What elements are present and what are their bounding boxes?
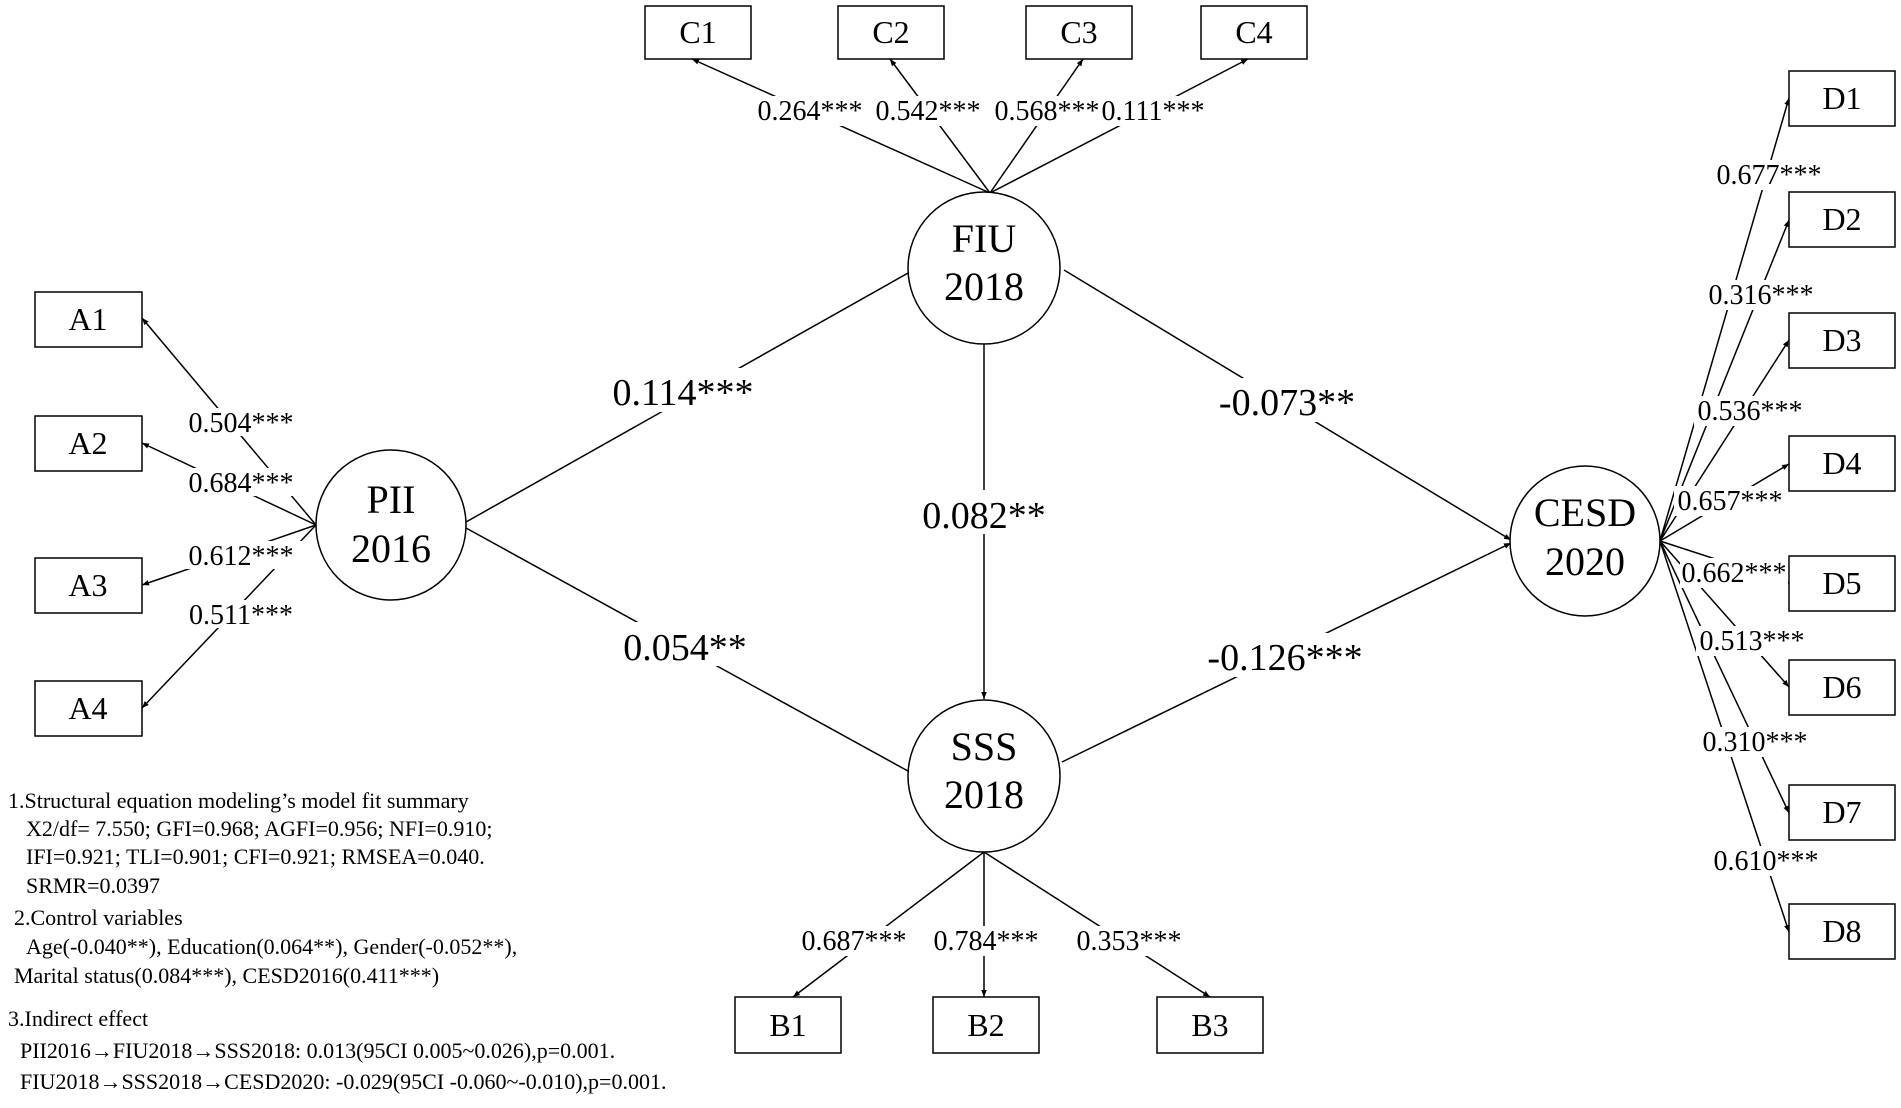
loading-d5: 0.662***: [1682, 558, 1787, 589]
box-d5: [1788, 555, 1896, 612]
loading-d4: 0.657***: [1678, 486, 1783, 517]
loading-b2: 0.784***: [934, 926, 1039, 957]
latent-cesd: CESD 2020: [1509, 465, 1661, 617]
pii-year: 2016: [351, 526, 431, 571]
cesd-label: CESD: [1534, 490, 1636, 535]
note-indirect-line2: FIU2018→SSS2018→CESD2020: -0.029(95CI -0…: [20, 1069, 666, 1094]
notes: 1.Structural equation modeling’s model f…: [8, 788, 666, 1094]
sss-label: SSS: [951, 724, 1018, 769]
loading-c2: 0.542***: [876, 96, 981, 127]
note-fit-line1: X2/df= 7.550; GFI=0.968; AGFI=0.956; NFI…: [26, 816, 492, 841]
loading-a4: 0.511***: [189, 600, 293, 631]
loading-c3: 0.568***: [995, 96, 1100, 127]
box-c3: [1025, 5, 1133, 60]
fiu-label: FIU: [952, 216, 1017, 261]
edge-sss-b3: [983, 851, 1211, 998]
label-c3: C3: [1060, 14, 1097, 50]
label-b3: B3: [1191, 1007, 1228, 1043]
note-control-line1: Age(-0.040**), Education(0.064**), Gende…: [26, 934, 517, 959]
note-indirect-line1: PII2016→FIU2018→SSS2018: 0.013(95CI 0.00…: [20, 1038, 615, 1063]
box-d4: [1788, 435, 1896, 492]
coef-pii-sss: 0.054**: [623, 627, 747, 669]
box-b1: [734, 996, 842, 1054]
box-a2: [34, 415, 143, 472]
loading-a1: 0.504***: [189, 408, 294, 439]
box-b3: [1156, 996, 1264, 1054]
fiu-year: 2018: [944, 264, 1024, 309]
label-a1: A1: [68, 301, 107, 337]
coef-pii-fiu: 0.114***: [612, 372, 753, 414]
loading-d7: 0.310***: [1703, 727, 1808, 758]
label-d1: D1: [1822, 80, 1861, 116]
loading-d8: 0.610***: [1714, 846, 1819, 877]
loading-c4: 0.111***: [1102, 96, 1205, 127]
edge-sss-b1: [792, 851, 985, 998]
label-c2: C2: [872, 14, 909, 50]
note-fit-title: 1.Structural equation modeling’s model f…: [8, 788, 469, 813]
label-c4: C4: [1235, 14, 1272, 50]
loading-c1: 0.264***: [758, 96, 863, 127]
loading-d2: 0.316***: [1709, 280, 1814, 311]
box-b2: [932, 996, 1040, 1054]
note-control-line2: Marital status(0.084***), CESD2016(0.411…: [14, 963, 439, 988]
loading-a2: 0.684***: [189, 468, 294, 499]
box-d7: [1788, 784, 1896, 841]
label-b2: B2: [967, 1007, 1004, 1043]
latent-fiu: FIU 2018: [907, 191, 1061, 345]
sss-year: 2018: [944, 772, 1024, 817]
loading-d1: 0.677***: [1717, 160, 1822, 191]
coef-fiu-cesd: -0.073**: [1219, 382, 1355, 424]
coef-sss-cesd: -0.126***: [1207, 637, 1362, 679]
box-d2: [1788, 191, 1896, 248]
box-c2: [837, 5, 945, 60]
box-d6: [1788, 659, 1896, 716]
label-a4: A4: [68, 690, 107, 726]
box-c4: [1200, 5, 1308, 60]
box-c1: [644, 5, 752, 60]
box-d3: [1788, 312, 1896, 369]
loading-d6: 0.513***: [1700, 626, 1805, 657]
latent-pii: PII 2016: [315, 449, 467, 601]
latent-sss: SSS 2018: [907, 699, 1061, 853]
pii-label: PII: [367, 477, 416, 522]
label-a2: A2: [68, 425, 107, 461]
loading-b3: 0.353***: [1077, 926, 1182, 957]
note-control-title: 2.Control variables: [14, 905, 183, 930]
label-d4: D4: [1822, 445, 1861, 481]
label-d8: D8: [1822, 913, 1861, 949]
loading-a3: 0.612***: [189, 541, 294, 572]
box-a4: [34, 680, 143, 737]
box-a3: [34, 557, 143, 614]
box-d1: [1788, 70, 1896, 127]
note-fit-line3: SRMR=0.0397: [26, 873, 160, 898]
label-d5: D5: [1822, 565, 1861, 601]
label-d7: D7: [1822, 794, 1861, 830]
cesd-year: 2020: [1545, 539, 1625, 584]
loading-b1: 0.687***: [802, 926, 907, 957]
label-a3: A3: [68, 567, 107, 603]
note-fit-line2: IFI=0.921; TLI=0.901; CFI=0.921; RMSEA=0…: [26, 844, 485, 869]
loading-d3: 0.536***: [1698, 396, 1803, 427]
box-a1: [34, 291, 143, 348]
label-c1: C1: [679, 14, 716, 50]
note-indirect-title: 3.Indirect effect: [8, 1006, 148, 1031]
coef-fiu-sss: 0.082**: [922, 495, 1046, 537]
label-b1: B1: [769, 1007, 806, 1043]
label-d2: D2: [1822, 201, 1861, 237]
label-d6: D6: [1822, 669, 1861, 705]
label-d3: D3: [1822, 322, 1861, 358]
box-d8: [1788, 903, 1896, 960]
